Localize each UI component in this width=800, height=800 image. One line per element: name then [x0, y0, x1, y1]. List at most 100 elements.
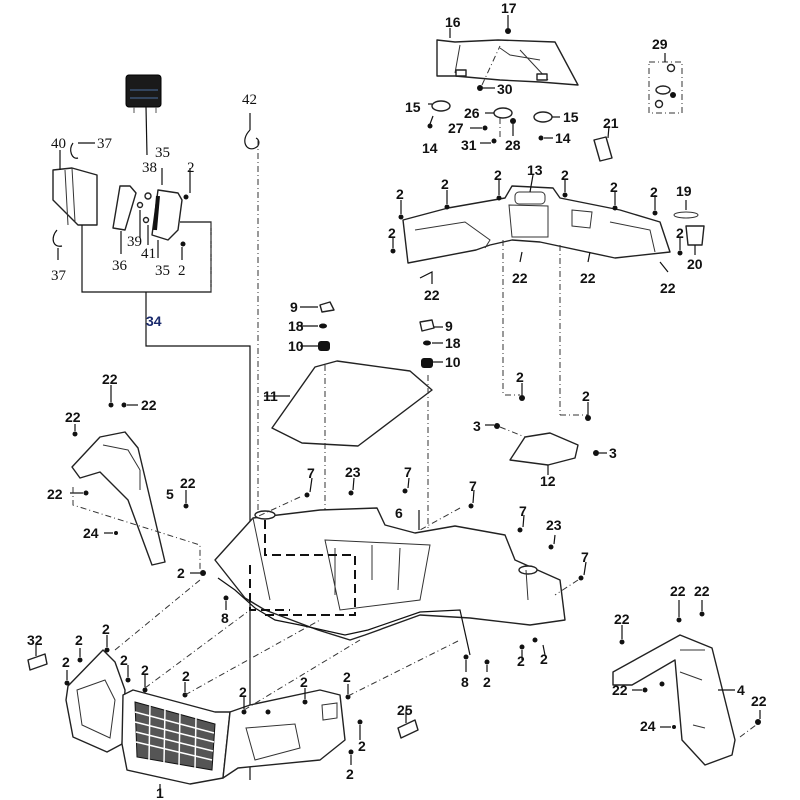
callout-26: 26	[464, 105, 480, 121]
callout-18-right: 18	[445, 335, 461, 351]
callout-7: 7	[581, 549, 589, 565]
left-mudguard-part-5[interactable]	[71, 431, 166, 566]
washer-27	[482, 125, 488, 131]
callout-12: 12	[540, 473, 556, 489]
callout-41: 41	[141, 246, 156, 262]
nut-17	[505, 28, 511, 34]
nut-28	[510, 118, 516, 124]
callout-23: 23	[345, 464, 361, 480]
clip-plate-part-21[interactable]	[593, 136, 613, 162]
callout-22: 22	[47, 486, 63, 502]
callout-15-right: 15	[563, 109, 579, 125]
front-bumper-group	[27, 579, 461, 790]
clip-26	[493, 107, 513, 119]
callout-3-left: 3	[473, 418, 481, 434]
callout-34: 34	[146, 313, 162, 329]
ring-19	[673, 211, 699, 219]
callout-22: 22	[751, 693, 767, 709]
lamp-unit-35[interactable]	[151, 189, 183, 241]
callout-22: 22	[512, 270, 528, 286]
tab	[455, 69, 467, 77]
callout-38: 38	[142, 160, 157, 176]
reflector-part-32[interactable]	[27, 653, 48, 671]
callout-31: 31	[461, 137, 477, 153]
callout-2: 2	[561, 167, 569, 183]
knob-9-left	[319, 301, 335, 313]
callout-8-left: 8	[221, 610, 229, 626]
storage-lid-part-11[interactable]	[271, 360, 433, 447]
callout-7: 7	[404, 464, 412, 480]
callout-25: 25	[397, 702, 413, 718]
bumper-left-pod[interactable]	[65, 649, 126, 753]
upper-cover-part-16[interactable]	[436, 39, 579, 86]
callout-28: 28	[505, 137, 521, 153]
callout-2: 2	[62, 654, 70, 670]
headlight-lens-part-36[interactable]	[112, 185, 137, 231]
callout-24-left: 24	[83, 525, 99, 541]
callout-29: 29	[652, 36, 668, 52]
relay-module[interactable]	[125, 74, 162, 108]
callout-6: 6	[395, 505, 403, 521]
front-fender-group	[214, 477, 587, 672]
fender-post-left	[254, 510, 276, 520]
callout-19: 19	[676, 183, 692, 199]
callout-24-right: 24	[640, 718, 656, 734]
clips-group	[427, 100, 560, 144]
callout-2: 2	[483, 674, 491, 690]
callout-35-top: 35	[155, 145, 170, 161]
callout-7: 7	[469, 478, 477, 494]
callout-2: 2	[494, 167, 502, 183]
clip-15-right	[533, 111, 553, 123]
callout-2: 2	[540, 651, 548, 667]
callout-10-left: 10	[288, 338, 304, 354]
callout-2: 2	[177, 565, 185, 581]
callout-2: 2	[141, 662, 149, 678]
callout-8-right: 8	[461, 674, 469, 690]
reflector-part-25[interactable]	[397, 719, 419, 739]
callout-18-left: 18	[288, 318, 304, 334]
fastener-kit-group	[648, 53, 683, 114]
center-cover-part-12[interactable]	[509, 432, 579, 466]
right-mudguard-group	[612, 600, 761, 766]
nut-30	[477, 85, 483, 91]
callout-2: 2	[396, 186, 404, 202]
fender-post-right	[518, 565, 538, 575]
clip-15-left	[431, 100, 451, 112]
callout-14-right: 14	[555, 130, 571, 146]
callout-13: 13	[527, 162, 543, 178]
callout-2: 2	[650, 184, 658, 200]
callout-10-right: 10	[445, 354, 461, 370]
callout-22: 22	[614, 611, 630, 627]
wire-clip-group	[244, 113, 260, 560]
callout-7: 7	[307, 465, 315, 481]
callout-labels: 16 17 30 15 14 26 27 31 28 15 14 21 29 1…	[27, 0, 767, 800]
cup-holder-part-20[interactable]	[685, 225, 705, 246]
callout-2: 2	[582, 388, 590, 404]
callout-2: 2	[516, 369, 524, 385]
callout-15-left: 15	[405, 99, 421, 115]
callout-22: 22	[612, 682, 628, 698]
callout-16: 16	[445, 14, 461, 30]
right-mudguard-bolts	[619, 600, 761, 729]
screw-31	[491, 138, 497, 144]
dashboard-leads	[392, 174, 681, 284]
grille-mesh	[134, 701, 216, 771]
callout-2: 2	[346, 766, 354, 782]
callout-2: 2	[75, 632, 83, 648]
callout-2: 2	[102, 621, 110, 637]
callout-7: 7	[519, 503, 527, 519]
callout-39: 39	[127, 234, 142, 250]
callout-2: 2	[343, 669, 351, 685]
callout-2: 2	[239, 684, 247, 700]
front-fender-part-6[interactable]	[214, 507, 566, 641]
left-mudguard-bolts	[70, 385, 206, 576]
callout-2: 2	[120, 652, 128, 668]
callout-22: 22	[660, 280, 676, 296]
dashboard-panel-part-13[interactable]	[402, 185, 671, 264]
left-mudguard-group	[70, 385, 206, 576]
callout-2-head: 2	[187, 160, 195, 176]
callout-22: 22	[580, 270, 596, 286]
fender-screws	[223, 477, 587, 672]
right-mudguard-part-4[interactable]	[612, 634, 736, 766]
bumper-right-pod[interactable]	[222, 689, 346, 779]
